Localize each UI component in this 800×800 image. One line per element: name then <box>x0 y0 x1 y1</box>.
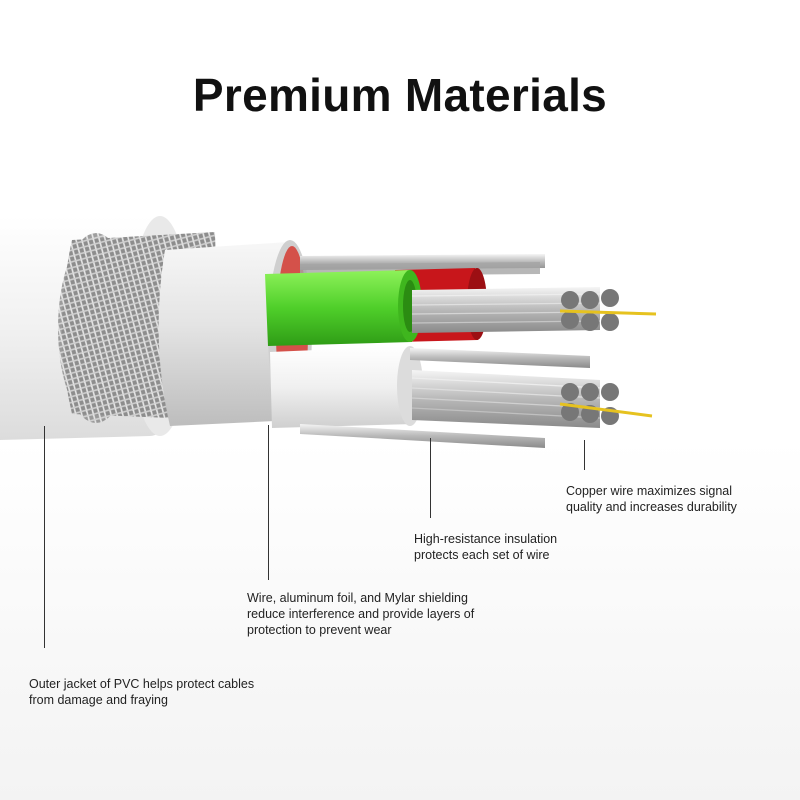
lower-strands <box>300 424 545 448</box>
white-strand-ends <box>561 383 619 425</box>
callout-shielding: Wire, aluminum foil, and Mylar shielding… <box>247 591 475 637</box>
callout-pvc-jacket: Outer jacket of PVC helps protect cables… <box>29 677 255 707</box>
callout-copper-wire: Copper wire maximizes signal quality and… <box>566 484 737 514</box>
copper-core-lower <box>559 402 653 418</box>
leader-insulation <box>430 438 431 518</box>
leader-jacket <box>44 426 45 648</box>
copper-core-upper <box>559 309 657 316</box>
foil-sleeve <box>158 242 296 426</box>
white-insulation <box>270 346 414 428</box>
page-title: Premium Materials <box>192 69 608 121</box>
middle-strands <box>410 348 590 368</box>
green-insulation <box>265 270 412 346</box>
braid-end <box>58 233 134 423</box>
callout-insulation: High-resistance insulation protects each… <box>414 532 558 562</box>
leader-copper <box>584 440 585 470</box>
green-strand-ends <box>561 289 619 331</box>
leader-shielding <box>268 425 269 580</box>
